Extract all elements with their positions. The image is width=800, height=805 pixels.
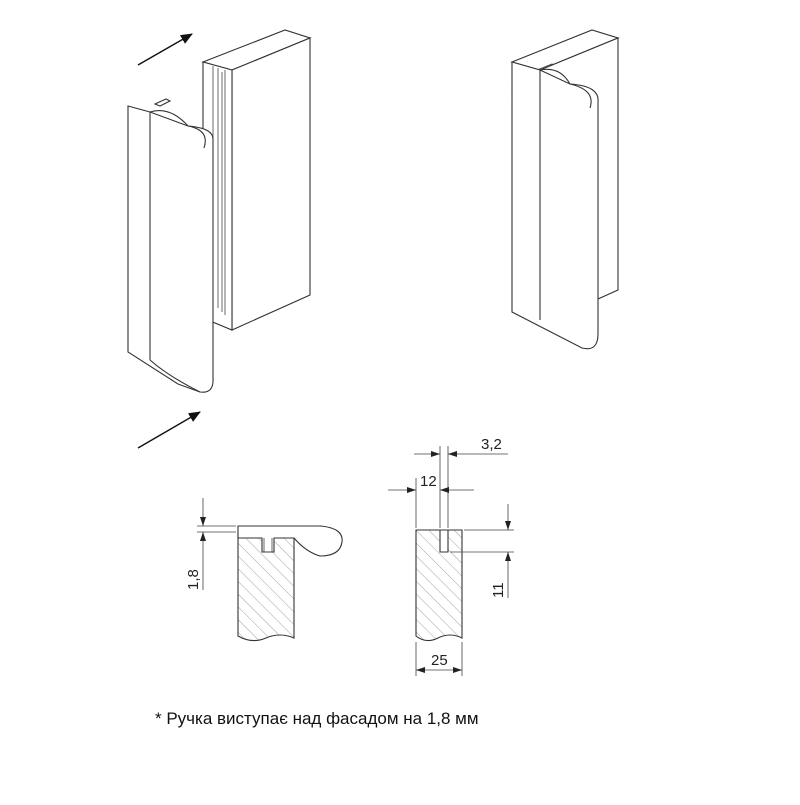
assembly-view-mounted [510, 29, 620, 350]
section-protrusion: 1,8 [185, 498, 343, 642]
dim-slot-offset: 12 [420, 473, 437, 490]
arrow-icon [137, 33, 193, 66]
dim-slot-width: 3,2 [481, 436, 502, 453]
section-slot: 3,2 12 11 25 [388, 436, 514, 676]
panel-board [201, 29, 312, 331]
arrow-icon [137, 411, 201, 449]
footnote: * Ручка виступає над фасадом на 1,8 мм [155, 709, 479, 728]
dim-panel-thickness: 25 [431, 652, 448, 669]
handle-profile [127, 98, 214, 393]
assembly-view-exploded [127, 29, 312, 449]
dim-slot-depth: 11 [490, 582, 507, 598]
dim-protrusion: 1,8 [185, 569, 202, 590]
